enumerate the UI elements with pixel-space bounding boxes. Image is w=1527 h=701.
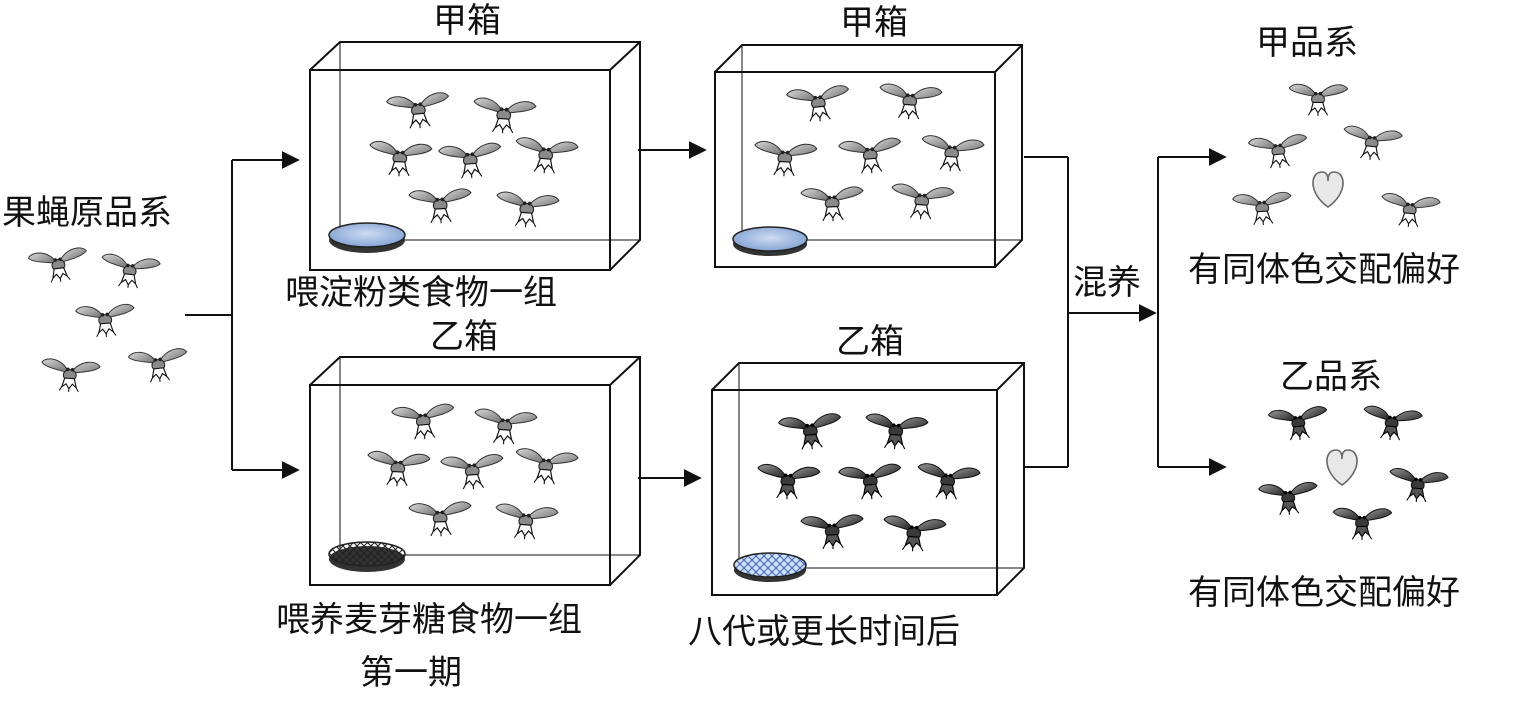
preference-a-label: 有同体色交配偏好 (1188, 250, 1460, 290)
box-a-label-top: 甲箱 (433, 1, 501, 41)
generations-label: 八代或更长时间后 (688, 612, 960, 652)
fruit-fly-icon (513, 136, 580, 177)
fruit-fly-icon (1267, 404, 1331, 444)
box-b-feeding (309, 356, 641, 586)
fruit-fly-icon (863, 412, 929, 452)
fruit-fly-icon (367, 140, 433, 179)
maltose-feed-label: 喂养麦芽糖食物一组 (276, 600, 582, 640)
box-b-label-top: 乙箱 (430, 317, 498, 357)
fruit-fly-icon (408, 500, 474, 539)
fruit-fly-icon (493, 502, 559, 542)
food-dish-icon (328, 222, 406, 253)
fruit-fly-icon (1379, 192, 1442, 231)
fruit-fly-icon (915, 462, 982, 503)
flow-arrows (185, 141, 1227, 487)
fruit-fly-icon (1247, 132, 1311, 172)
heart-icon (1312, 171, 1344, 208)
fruit-fly-icon (889, 182, 955, 222)
fruit-fly-icon (98, 252, 162, 292)
fruit-fly-icon (440, 452, 506, 492)
fruit-fly-icon (1231, 190, 1294, 228)
fruit-fly-icon (1340, 124, 1404, 164)
phase-label: 第一期 (360, 653, 462, 693)
fruit-fly-icon (800, 513, 866, 552)
fruit-fly-icon (1360, 404, 1424, 444)
fruit-fly-icon (777, 411, 845, 453)
fruit-fly-icon (877, 82, 943, 122)
strain-a-label: 甲品系 (1256, 23, 1358, 63)
food-dish-icon (733, 552, 807, 582)
fruit-fly-icon (1257, 480, 1320, 518)
preference-b-label: 有同体色交配偏好 (1188, 573, 1460, 613)
fruit-fly-icon (494, 190, 560, 230)
fruit-fly-icon (1387, 467, 1450, 506)
fruit-fly-icon (513, 447, 580, 488)
box-b-label-right: 乙箱 (836, 322, 904, 362)
fruit-fly-icon (1332, 507, 1393, 541)
fruit-fly-icon (437, 141, 504, 182)
fruit-fly-icon (365, 450, 431, 489)
fruit-fly-icon (127, 346, 191, 386)
fruit-fly-icon (800, 185, 866, 224)
fruit-fly-icon (74, 302, 137, 340)
fruit-fly-icon (752, 140, 818, 179)
fruit-fly-icon (837, 462, 904, 503)
mix-label: 混养 (1073, 263, 1141, 303)
fruit-fly-icon (385, 90, 453, 132)
source-strain-label: 果蝇原品系 (2, 193, 172, 233)
fruit-fly-icon (837, 136, 904, 177)
fruit-fly-icon (472, 407, 538, 447)
fruit-fly-icon (755, 463, 821, 502)
fruit-fly-icon (471, 96, 537, 136)
box-a-label-right: 甲箱 (840, 3, 908, 43)
strain-b-label: 乙品系 (1280, 357, 1382, 397)
fruit-fly-icon (39, 357, 101, 395)
food-dish-icon (328, 541, 406, 572)
fruit-fly-icon (1288, 83, 1349, 117)
fruit-fly-icon (785, 83, 853, 125)
food-dish-icon (732, 226, 808, 256)
fly-group (27, 82, 1450, 554)
fruit-fly-icon (919, 134, 986, 175)
starch-feed-label: 喂淀粉类食物一组 (285, 273, 557, 313)
heart-icon (1326, 449, 1358, 486)
fruit-fly-icon (27, 245, 91, 287)
fruit-fly-icon (390, 402, 457, 443)
fruit-fly-icon (408, 187, 474, 226)
fruit-fly-icon (881, 514, 947, 554)
